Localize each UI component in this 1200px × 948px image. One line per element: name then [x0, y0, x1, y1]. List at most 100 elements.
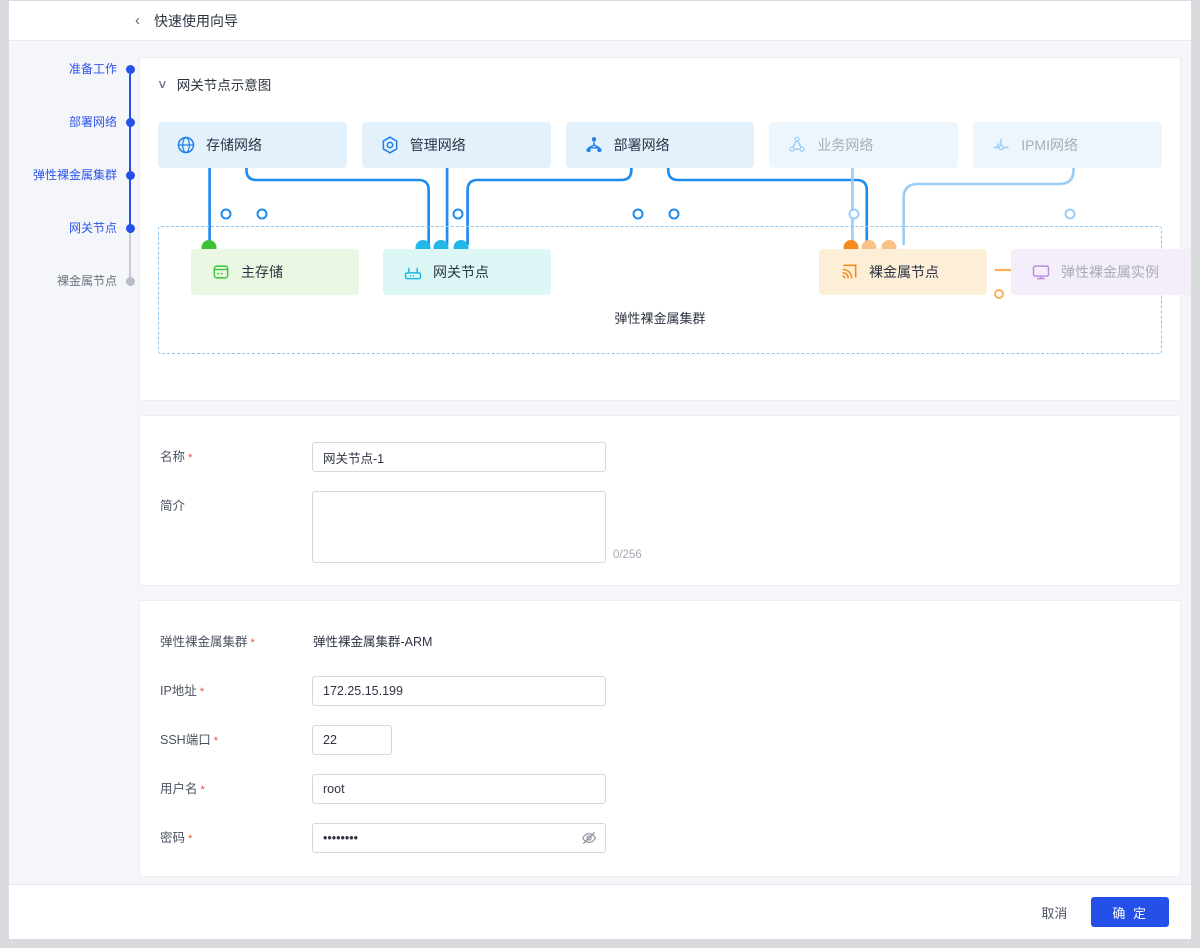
connector-dot [848, 208, 860, 220]
network-node-label: 业务网络 [817, 137, 874, 153]
wizard-body: 准备工作 部署网络 弹性裸金属集群 网关节点 [9, 41, 1191, 884]
hexagon-target-icon [382, 136, 398, 154]
network-node-label: 部署网络 [613, 137, 670, 153]
inner-node-bare-metal[interactable]: 裸金属节点 [819, 249, 987, 295]
form-row-name: 名称* [140, 442, 1180, 473]
cancel-button[interactable]: 取消 [1033, 897, 1075, 927]
form-row-username: 用户名* [140, 774, 1180, 805]
inner-node-bare-metal-instance[interactable]: 弹性裸金属实例 [1011, 249, 1191, 295]
stepper-dot [126, 171, 135, 180]
stepper-item-deploy-network[interactable]: 部署网络 [9, 116, 139, 180]
port-label-text: SSH端口 [160, 733, 211, 747]
cluster-label-cell: 弹性裸金属集群* [140, 627, 312, 658]
stepper-connector [129, 127, 131, 180]
ip-label-text: IP地址 [160, 684, 197, 698]
network-node-row: 存储网络 管理网络 [158, 122, 1162, 168]
network-node-management[interactable]: 管理网络 [361, 122, 551, 168]
cluster-label-text: 弹性裸金属集群 [160, 635, 248, 649]
connector-dot [452, 208, 464, 220]
wizard-stepper: 准备工作 部署网络 弹性裸金属集群 网关节点 [9, 41, 139, 884]
ip-address-input[interactable] [312, 676, 606, 706]
network-node-business[interactable]: 业务网络 [769, 122, 959, 168]
connector-dot [1064, 208, 1076, 220]
inner-node-gateway[interactable]: 网关节点 [383, 249, 551, 295]
cluster-label: 弹性裸金属集群 [614, 311, 706, 326]
chevron-down-icon[interactable]: ∨ [156, 77, 168, 91]
eye-slash-glyph [582, 832, 596, 844]
globe-icon [177, 136, 195, 154]
stepper-label: 弹性裸金属集群 [32, 168, 117, 182]
stepper-label: 裸金属节点 [56, 274, 117, 288]
monitor-icon [1032, 265, 1050, 280]
ssh-port-input[interactable] [312, 725, 392, 755]
required-marker: * [188, 452, 193, 464]
description-textarea[interactable] [312, 491, 606, 563]
stepper-item-gateway-node[interactable]: 网关节点 [9, 221, 139, 286]
name-label: 名称* [140, 442, 312, 473]
port-label: SSH端口* [140, 725, 312, 756]
password-label-text: 密码 [160, 831, 186, 845]
network-node-storage[interactable]: 存储网络 [158, 122, 347, 168]
connector-dot [220, 208, 232, 220]
username-input[interactable] [312, 774, 606, 804]
cable-peg [861, 240, 877, 249]
inner-node-label: 裸金属节点 [869, 264, 939, 280]
stepper-item-bare-metal-node[interactable]: 裸金属节点 [9, 275, 139, 328]
cluster-boundary: 弹性裸金属集群 主存储 [158, 226, 1191, 354]
username-control [312, 774, 606, 804]
character-counter: 0/256 [613, 549, 642, 561]
stepper-item-preparation[interactable]: 准备工作 [9, 63, 139, 127]
window-header: ‹ 快速使用向导 [9, 1, 1191, 41]
required-marker: * [188, 833, 193, 845]
ipmi-icon [993, 139, 1009, 151]
form-row-port: SSH端口* [140, 725, 1180, 756]
connection-form: 弹性裸金属集群* 弹性裸金属集群-ARM IP地址* [140, 601, 1180, 876]
cable-peg [881, 240, 897, 249]
name-label-text: 名称 [160, 450, 186, 464]
connector-dot [668, 208, 680, 220]
inner-node-primary-storage[interactable]: 主存储 [191, 249, 359, 295]
network-node-label: 管理网络 [409, 137, 466, 153]
stepper-dot [126, 224, 135, 233]
diagram-section-title: 网关节点示意图 [176, 78, 272, 93]
username-label-text: 用户名 [160, 782, 198, 796]
diagram-panel: ∨ 网关节点示意图 [139, 57, 1191, 401]
signal-icon [842, 264, 857, 279]
ip-control [312, 676, 606, 706]
chevron-left-icon[interactable]: ‹ [135, 12, 140, 29]
inner-node-label: 弹性裸金属实例 [1061, 264, 1159, 280]
connector-dot [632, 208, 644, 220]
wizard-footer: 取消 确 定 [9, 884, 1191, 939]
network-node-deployment[interactable]: 部署网络 [565, 122, 755, 168]
stepper-connector [129, 74, 131, 127]
share-nodes-icon [586, 137, 602, 153]
basic-info-panel: 名称* 简介 0/256 [139, 415, 1181, 586]
stepper-dot [126, 277, 135, 286]
port-control [312, 725, 392, 755]
stepper-connector [129, 233, 131, 286]
quick-start-wizard-window: ‹ 快速使用向导 准备工作 部署网络 弹性裸金属集群 [8, 0, 1192, 940]
name-control [312, 442, 606, 472]
confirm-button[interactable]: 确 定 [1091, 897, 1169, 927]
diagram-panel-header[interactable]: ∨ 网关节点示意图 [140, 58, 1180, 94]
network-node-label: IPMI网络 [1021, 137, 1078, 153]
form-row-ip: IP地址* [140, 676, 1180, 707]
cable-peg [843, 240, 859, 249]
name-input[interactable] [312, 442, 606, 472]
required-marker: * [199, 686, 205, 698]
inner-node-label: 主存储 [241, 264, 283, 280]
router-icon [404, 267, 422, 280]
password-control [312, 823, 606, 853]
ip-label: IP地址* [140, 676, 312, 707]
eye-slash-icon[interactable] [581, 830, 597, 846]
password-input[interactable] [312, 823, 606, 853]
stepper-label: 网关节点 [68, 221, 117, 235]
form-row-cluster: 弹性裸金属集群* 弹性裸金属集群-ARM [140, 627, 1180, 658]
stepper-item-bare-metal-cluster[interactable]: 弹性裸金属集群 [9, 168, 139, 233]
triangle-nodes-icon [789, 136, 805, 152]
password-label: 密码* [140, 823, 312, 854]
network-node-ipmi[interactable]: IPMI网络 [973, 122, 1162, 168]
cable-peg [433, 240, 449, 249]
required-marker: * [200, 784, 205, 796]
required-marker: * [250, 637, 255, 649]
